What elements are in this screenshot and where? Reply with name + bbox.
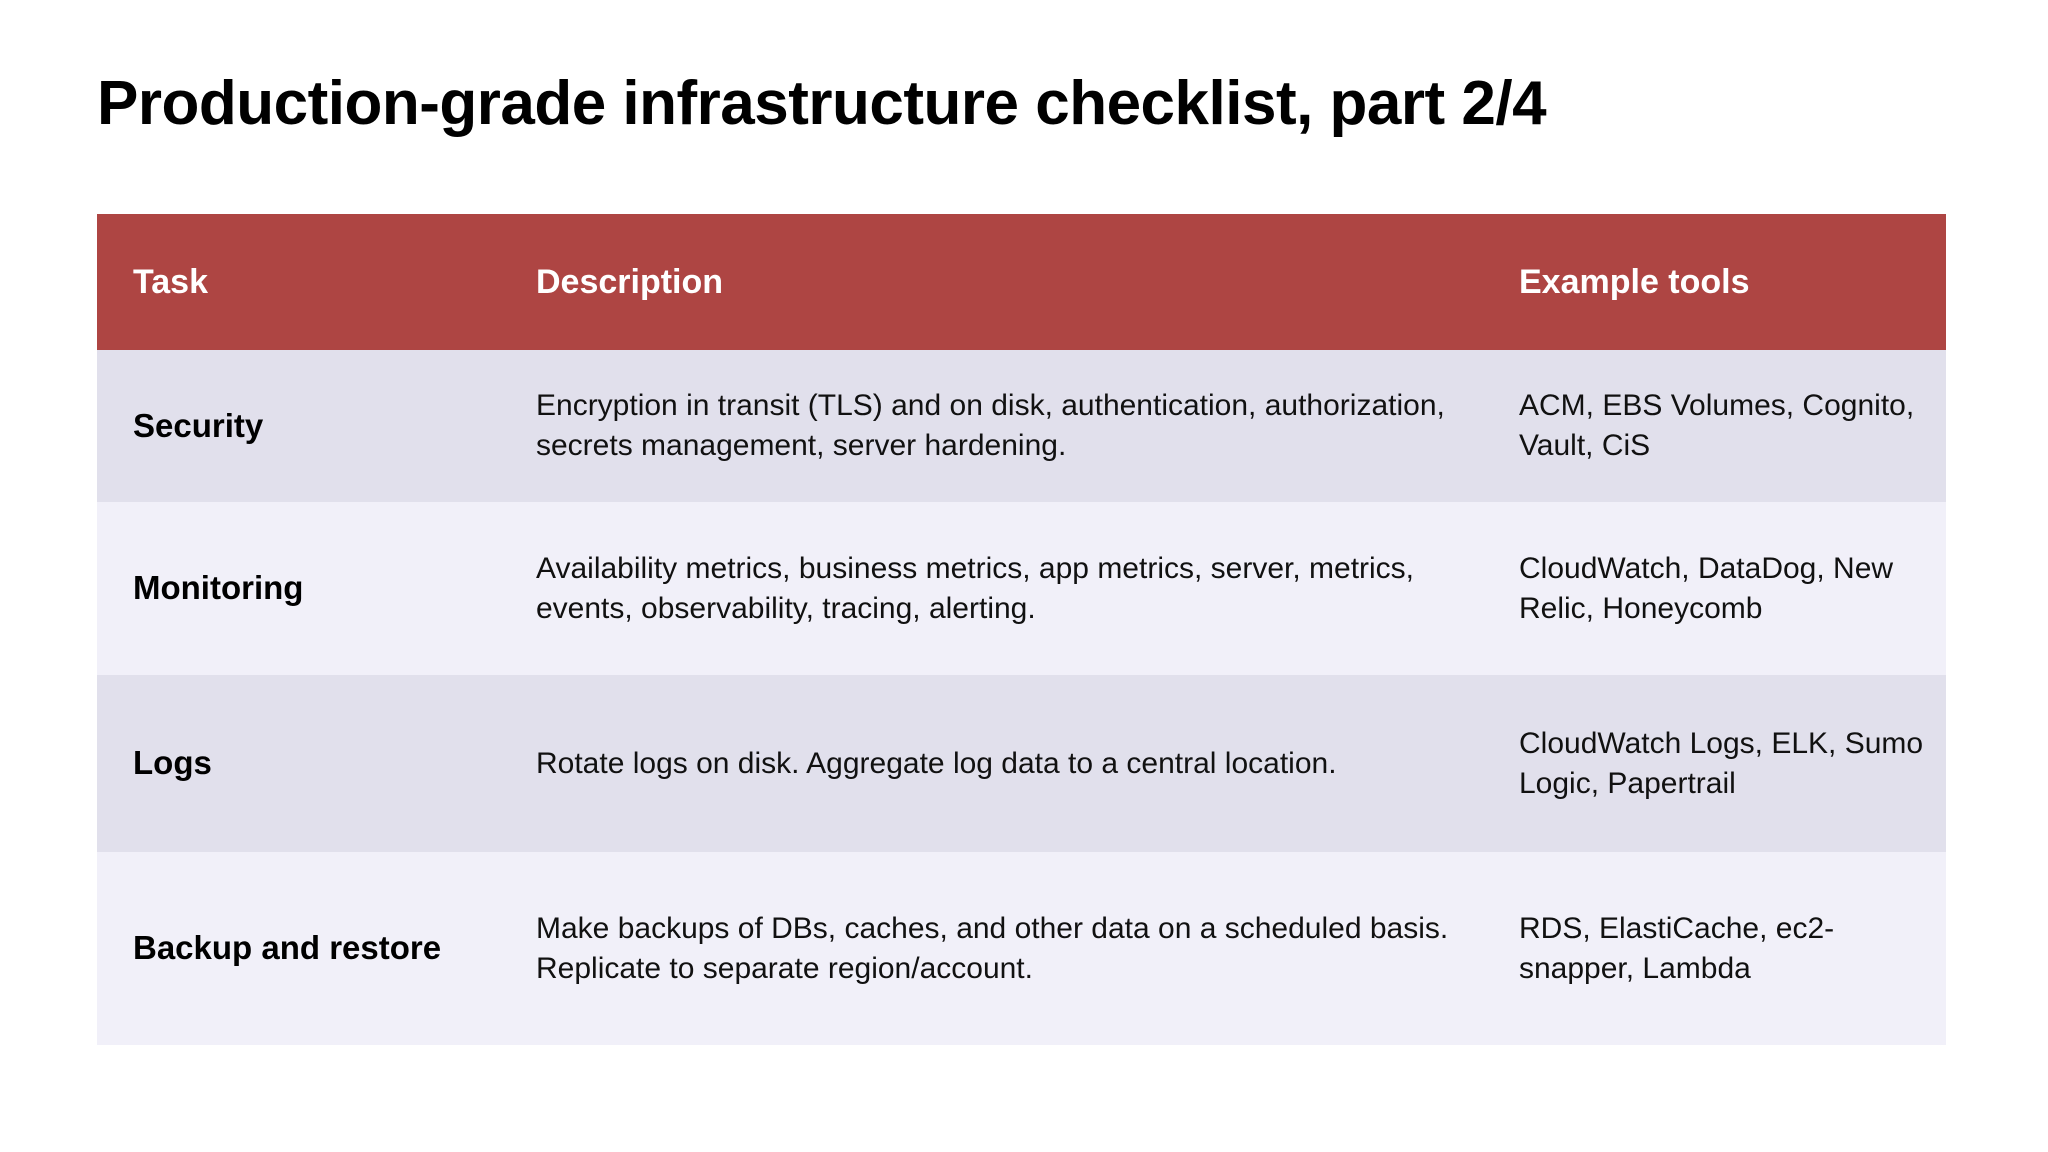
- cell-example-tools: CloudWatch Logs, ELK, Sumo Logic, Papert…: [1519, 726, 1924, 800]
- cell-task: Backup and restore: [133, 929, 442, 967]
- cell-task: Monitoring: [133, 569, 304, 607]
- table-row: Backup and restore Make backups of DBs, …: [97, 852, 1946, 1045]
- table-row: Monitoring Availability metrics, busines…: [97, 502, 1946, 675]
- column-header-description: Description: [536, 262, 724, 301]
- cell-example-tools: ACM, EBS Volumes, Cognito, Vault, CiS: [1519, 389, 1915, 462]
- cell-description: Make backups of DBs, caches, and other d…: [536, 911, 1449, 985]
- table-body: Security Encryption in transit (TLS) and…: [97, 350, 1946, 1045]
- cell-example-tools: RDS, ElastiCache, ec2-snapper, Lambda: [1519, 911, 1835, 985]
- column-header-task: Task: [133, 262, 208, 301]
- cell-description: Rotate logs on disk. Aggregate log data …: [536, 746, 1337, 780]
- table-row: Security Encryption in transit (TLS) and…: [97, 350, 1946, 502]
- table-row: Logs Rotate logs on disk. Aggregate log …: [97, 675, 1946, 852]
- cell-description: Availability metrics, business metrics, …: [536, 551, 1415, 625]
- checklist-table: Task Description Example tools Security …: [97, 214, 1946, 1045]
- page-title: Production-grade infrastructure checklis…: [97, 69, 1547, 138]
- cell-example-tools: CloudWatch, DataDog, New Relic, Honeycom…: [1519, 551, 1894, 625]
- cell-task: Logs: [133, 744, 212, 782]
- table-header-row: Task Description Example tools: [97, 214, 1946, 350]
- cell-task: Security: [133, 406, 264, 444]
- column-header-example-tools: Example tools: [1519, 262, 1750, 301]
- table-header: Task Description Example tools: [97, 214, 1946, 350]
- cell-description: Encryption in transit (TLS) and on disk,…: [536, 389, 1445, 462]
